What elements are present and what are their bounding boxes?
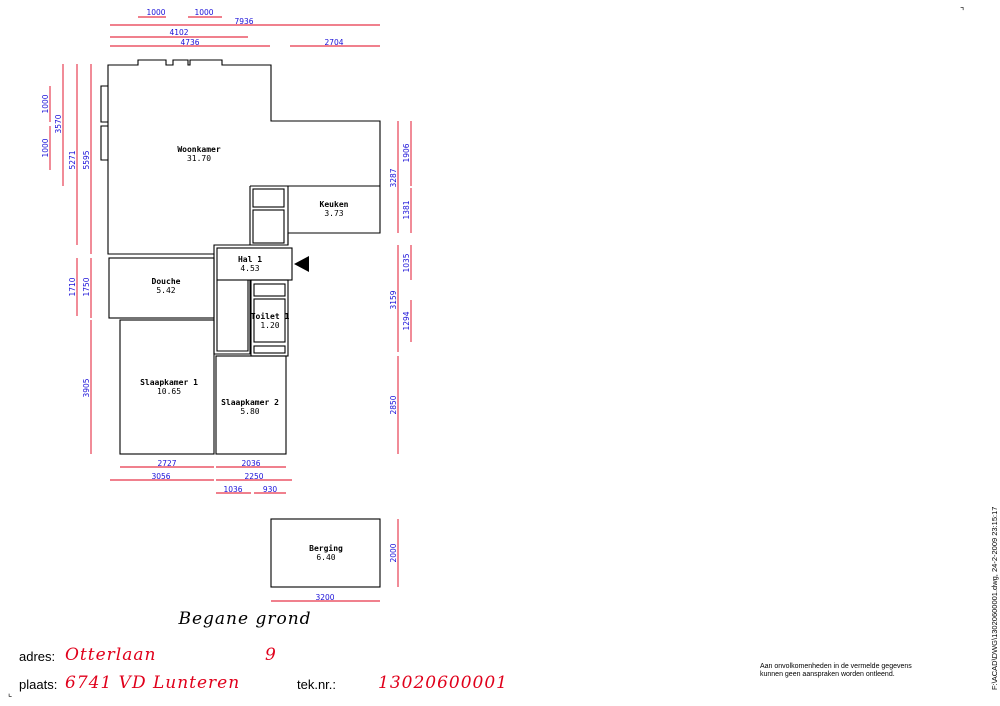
dim-top-1000-b: 1000	[194, 8, 213, 17]
corner-mark-bottom-left: ⌞	[8, 688, 13, 698]
walls	[100, 59, 381, 588]
disclaimer-line-2: kunnen geen aanspraken worden ontleend.	[760, 671, 895, 678]
adres-label: adres:	[19, 649, 56, 664]
room-labels: Woonkamer 31.70 Keuken 3.73 Hal 1 4.53 D…	[140, 145, 349, 562]
room-name-slaapkamer2: Slaapkamer 2	[221, 398, 279, 407]
toilet-room	[253, 298, 286, 343]
dim-left-5595: 5595	[82, 150, 91, 169]
dim-bottom-930: 930	[263, 485, 278, 494]
keuken-walls	[249, 185, 380, 245]
room-area-berging: 6.40	[316, 553, 335, 562]
berging-walls	[270, 518, 381, 588]
disclaimer-line-1: Aan onvolkomenheden in de vermelde gegev…	[760, 663, 912, 670]
corridor-walls	[213, 254, 251, 355]
dim-left-1000-a: 1000	[41, 94, 50, 113]
dim-right-1381: 1381	[402, 200, 411, 219]
room-area-woonkamer: 31.70	[187, 154, 211, 163]
adres-street: Otterlaan	[65, 645, 157, 665]
teknr-value: 13020600001	[378, 673, 508, 693]
dimension-labels: 1000 1000 7936 4102 4736 2704 1000 1000 …	[41, 8, 411, 602]
dim-bottom-3056: 3056	[151, 472, 170, 481]
entrance-arrow-icon	[294, 256, 309, 272]
room-name-woonkamer: Woonkamer	[177, 145, 221, 154]
dim-top-2704: 2704	[324, 38, 343, 47]
room-name-douche: Douche	[152, 277, 181, 286]
room-area-hal: 4.53	[240, 264, 259, 273]
room-area-douche: 5.42	[156, 286, 175, 295]
wall-bumps	[100, 85, 108, 161]
dim-right-1035: 1035	[402, 253, 411, 272]
dim-top-7936: 7936	[234, 17, 253, 26]
cabinet-1	[252, 188, 285, 208]
dim-bottom-1036: 1036	[223, 485, 242, 494]
plaats-value: 6741 VD Lunteren	[65, 673, 241, 693]
dim-right-1906: 1906	[402, 143, 411, 162]
room-area-toilet: 1.20	[260, 321, 279, 330]
toilet-vent	[253, 345, 286, 354]
dim-right-1294: 1294	[402, 311, 411, 330]
room-name-toilet: Toilet 1	[251, 311, 290, 321]
dim-right-2850: 2850	[389, 395, 398, 414]
corner-mark-top-right: ⌝	[960, 6, 965, 16]
dim-left-3905: 3905	[82, 378, 91, 397]
dim-bottom-2727: 2727	[157, 459, 176, 468]
room-name-hal: Hal 1	[238, 255, 262, 264]
dim-bottom-2036: 2036	[241, 459, 260, 468]
dim-left-5271: 5271	[68, 150, 77, 169]
dim-berging-3200: 3200	[315, 593, 334, 602]
room-area-slaapkamer2: 5.80	[240, 407, 259, 416]
cabinet-2	[252, 209, 285, 244]
dim-left-1750: 1750	[82, 277, 91, 296]
dim-bottom-2250: 2250	[244, 472, 263, 481]
slaapkamer2-walls	[215, 355, 287, 455]
floor-title: Begane grond	[177, 609, 311, 629]
room-name-slaapkamer1: Slaapkamer 1	[140, 378, 198, 387]
file-path: F:\ACAD\DWG\13020600001.dwg, 24-2-2009 2…	[990, 506, 999, 690]
room-name-berging: Berging	[309, 543, 343, 553]
dim-right-3287: 3287	[389, 168, 398, 187]
plaats-label: plaats:	[19, 677, 58, 692]
dim-berging-2000: 2000	[389, 543, 398, 562]
disclaimer: Aan onvolkomenheden in de vermelde gegev…	[760, 663, 960, 679]
room-area-keuken: 3.73	[324, 209, 343, 218]
dim-top-1000-a: 1000	[146, 8, 165, 17]
room-area-slaapkamer1: 10.65	[157, 387, 181, 396]
adres-number: 9	[265, 645, 277, 665]
dimension-lines	[49, 16, 412, 602]
toilet-shelf	[253, 283, 286, 297]
teknr-label: tek.nr.:	[297, 677, 337, 692]
dim-top-4102: 4102	[169, 28, 188, 37]
dim-left-1710: 1710	[68, 277, 77, 296]
woonkamer-outline	[107, 59, 381, 255]
dim-top-4736: 4736	[180, 38, 199, 47]
room-name-keuken: Keuken	[320, 200, 349, 209]
dim-right-3159: 3159	[389, 290, 398, 309]
slaapkamer1-walls	[119, 319, 215, 455]
dim-left-1000-b: 1000	[41, 138, 50, 157]
dim-left-3570: 3570	[54, 114, 63, 133]
